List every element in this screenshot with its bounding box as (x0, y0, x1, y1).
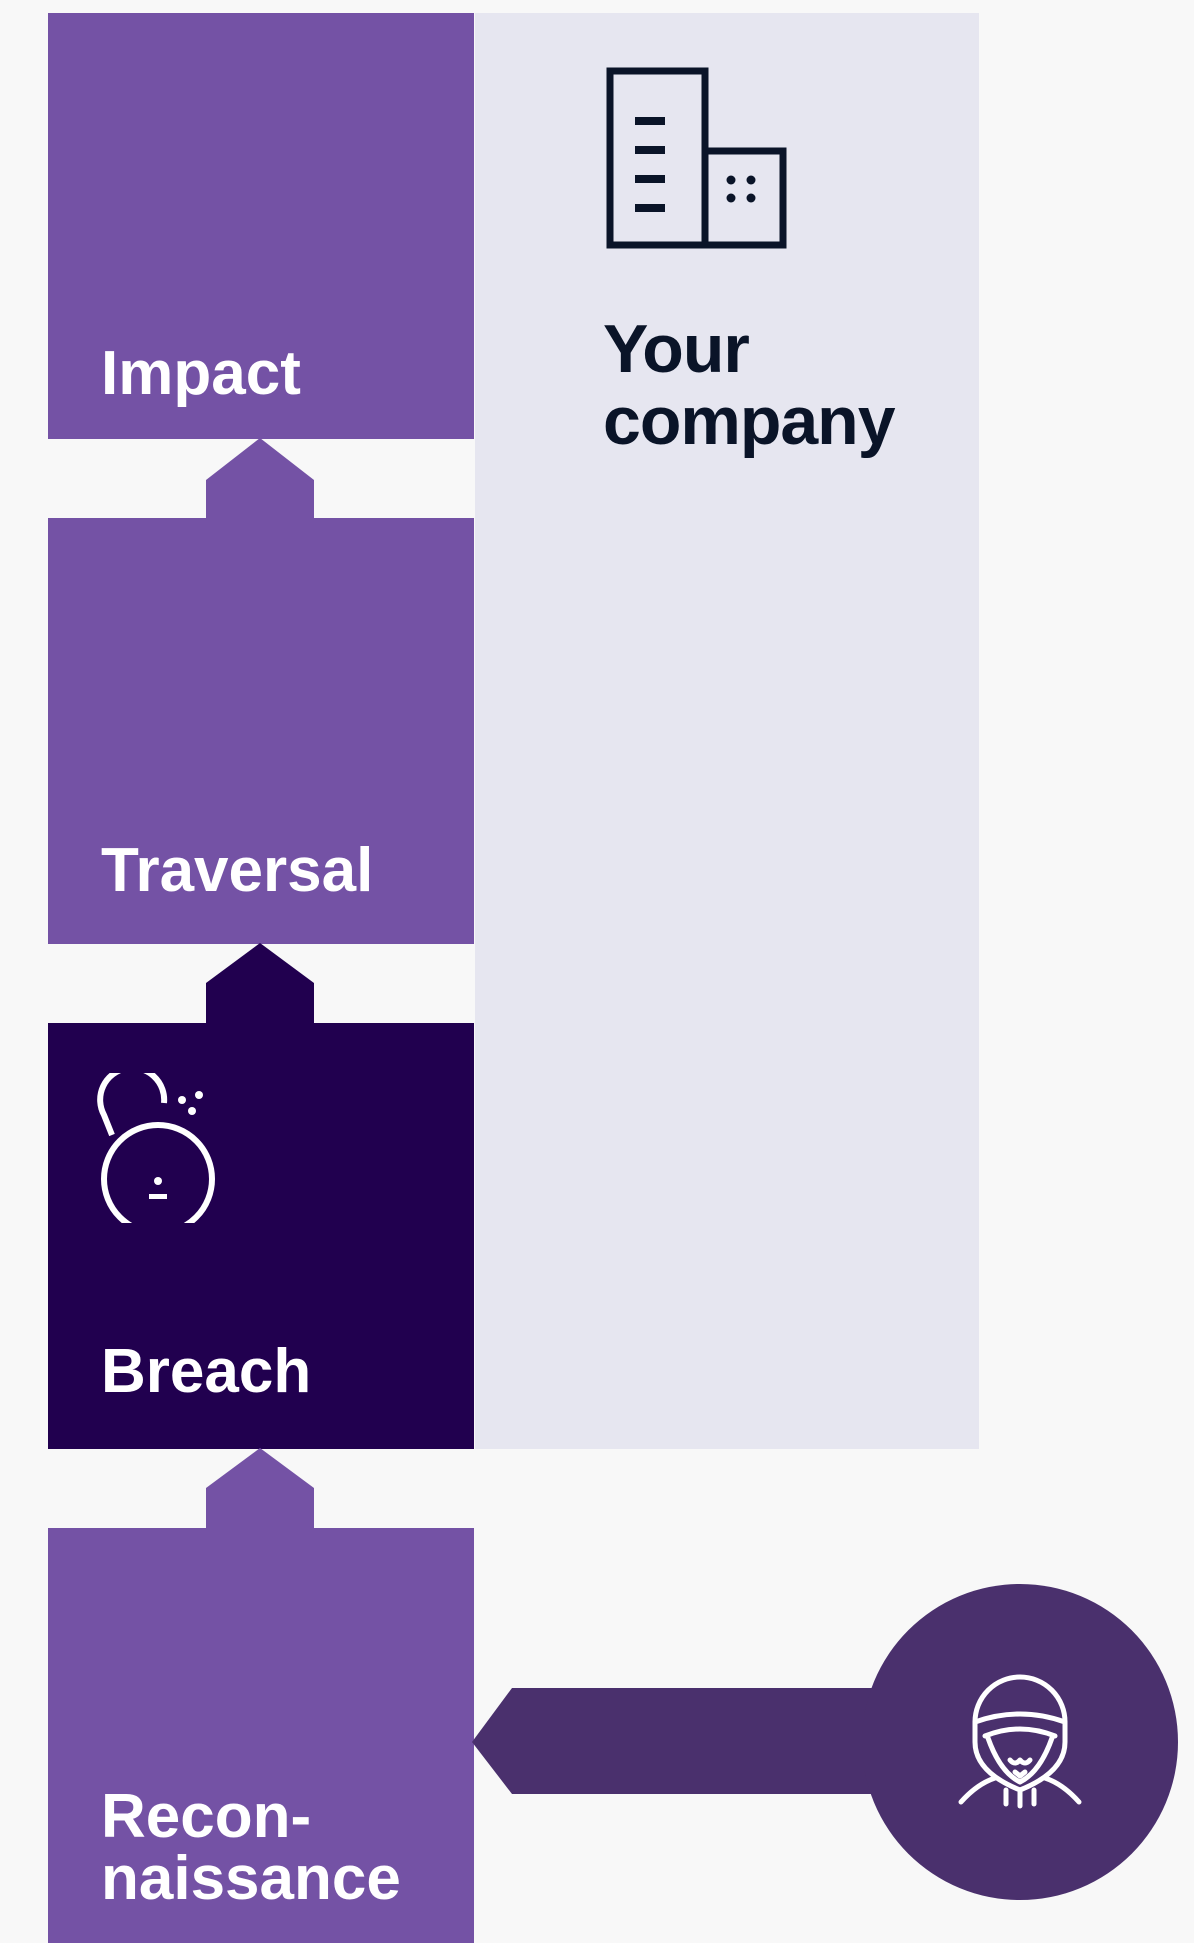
stage-reconnaissance: Recon- naissance (48, 1528, 474, 1943)
stage-impact: Impact (48, 13, 474, 439)
arrow-up-breach-to-traversal (206, 943, 314, 1025)
stage-reconnaissance-label: Recon- naissance (101, 1782, 401, 1913)
attacker-arrow (472, 1584, 1178, 1900)
stage-impact-label: Impact (101, 339, 301, 408)
arrow-up-recon-to-breach (206, 1448, 314, 1530)
building-icon (606, 67, 787, 249)
hacker-icon (958, 1674, 1082, 1809)
stage-traversal: Traversal (48, 518, 474, 944)
bomb-icon (97, 1073, 215, 1223)
company-label: Your company (603, 311, 896, 459)
stage-traversal-label: Traversal (101, 836, 374, 905)
arrow-up-traversal-to-impact (206, 438, 314, 520)
stage-breach-label: Breach (101, 1337, 312, 1406)
company-panel: Your company (475, 13, 979, 1449)
stage-breach: Breach (48, 1023, 474, 1449)
